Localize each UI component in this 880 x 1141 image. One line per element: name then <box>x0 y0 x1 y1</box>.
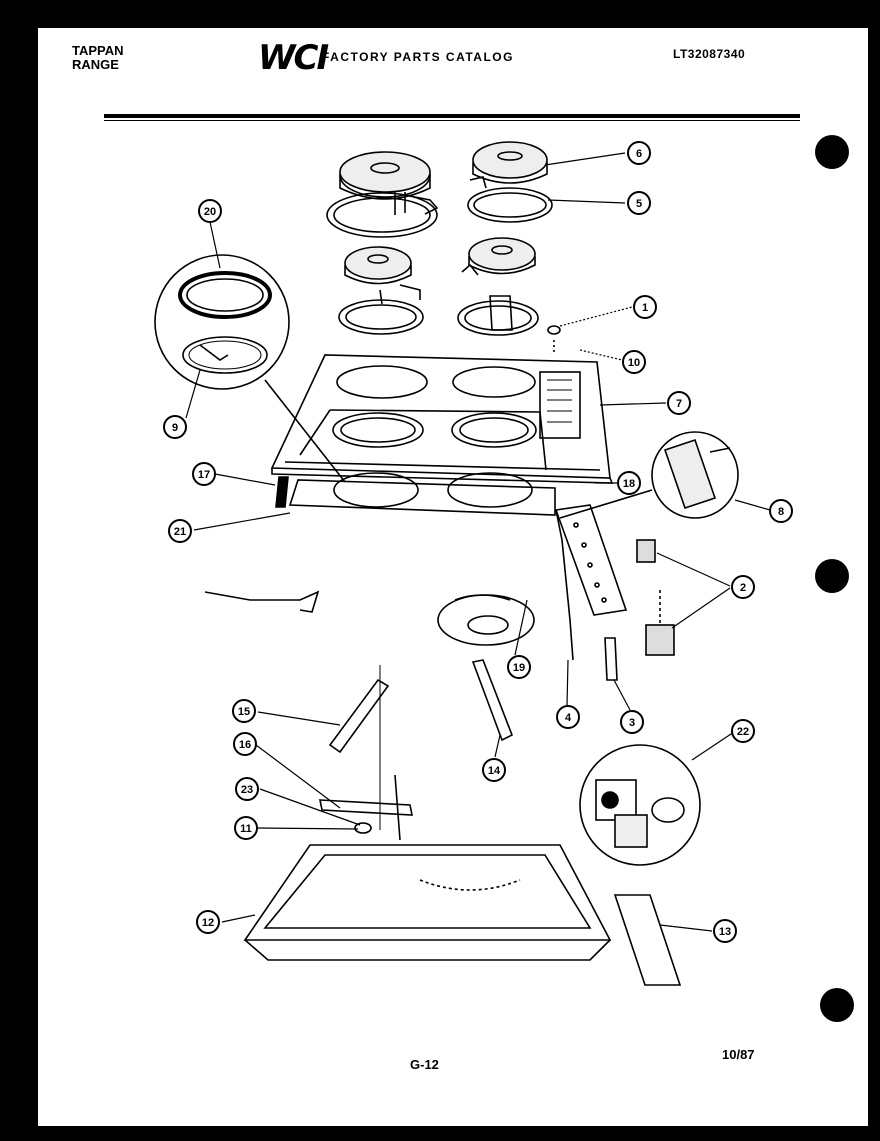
binder-hole-bottom <box>820 988 854 1022</box>
callout-label: 9 <box>172 422 178 434</box>
catalog-title: FACTORY PARTS CATALOG <box>322 50 514 64</box>
brand-block: TAPPAN RANGE <box>72 44 124 72</box>
terminal-pin <box>604 637 618 681</box>
wire-nut-inset <box>579 744 701 866</box>
model-number: LT32087340 <box>673 47 746 61</box>
infinite-switch-bottom <box>645 624 675 656</box>
callout-6: 6 <box>627 141 651 165</box>
callout-13: 13 <box>713 919 737 943</box>
callout-label: 14 <box>488 765 501 777</box>
leader-lines <box>185 152 771 932</box>
callout-label: 17 <box>198 469 210 481</box>
header-rule <box>104 114 800 118</box>
callout-2: 2 <box>731 575 755 599</box>
callout-label: 20 <box>204 206 216 218</box>
callout-20: 20 <box>198 199 222 223</box>
cooktop-base-pan <box>243 844 612 961</box>
trim-strip <box>275 476 289 508</box>
catalog-page <box>38 28 868 1126</box>
callout-21: 21 <box>168 519 192 543</box>
surface-element-large-right <box>467 141 553 223</box>
callout-12: 12 <box>196 910 220 934</box>
terminal-block-detail <box>559 431 739 519</box>
brand-line-2: RANGE <box>72 57 119 72</box>
date-code: 10/87 <box>722 1047 755 1062</box>
callout-label: 2 <box>740 582 746 594</box>
callout-label: 11 <box>240 823 252 835</box>
callout-14: 14 <box>482 758 506 782</box>
callout-label: 22 <box>737 726 749 738</box>
callout-label: 19 <box>513 662 525 674</box>
callout-17: 17 <box>192 462 216 486</box>
wire-harness-upper <box>204 590 320 613</box>
binder-hole-top <box>815 135 849 169</box>
callout-18: 18 <box>617 471 641 495</box>
control-markings <box>547 379 572 423</box>
callout-label: 6 <box>636 148 642 160</box>
callout-label: 16 <box>239 739 251 751</box>
burner-ring-detail <box>154 254 346 483</box>
callout-label: 1 <box>642 302 648 314</box>
bracket-14 <box>471 659 514 742</box>
callout-label: 5 <box>636 198 642 210</box>
callout-11: 11 <box>234 816 258 840</box>
callout-9: 9 <box>163 415 187 439</box>
infinite-switch-top <box>636 539 656 563</box>
lower-trim-frame <box>288 472 556 516</box>
callout-label: 13 <box>719 926 731 938</box>
callout-23: 23 <box>235 777 259 801</box>
callout-label: 12 <box>202 917 214 929</box>
surface-element-small-left <box>338 246 424 335</box>
callout-label: 15 <box>238 706 250 718</box>
drip-pan <box>437 594 535 646</box>
filler-strip <box>613 894 682 986</box>
binder-hole-middle <box>815 559 849 593</box>
callout-1: 1 <box>633 295 657 319</box>
wire-channel <box>319 799 413 816</box>
callout-label: 8 <box>778 506 784 518</box>
callout-label: 10 <box>628 357 640 369</box>
brand-line-1: TAPPAN <box>72 43 124 58</box>
callout-label: 3 <box>629 717 635 729</box>
callout-10: 10 <box>622 350 646 374</box>
surface-element-small-right <box>457 237 539 336</box>
grommet <box>354 822 372 834</box>
surface-element-large-left <box>326 151 439 238</box>
callout-22: 22 <box>731 719 755 743</box>
page-number: G-12 <box>410 1057 439 1072</box>
callout-label: 18 <box>623 478 635 490</box>
header-rule-thin <box>104 120 800 121</box>
bracket-15 <box>328 678 390 754</box>
callout-7: 7 <box>667 391 691 415</box>
callout-label: 21 <box>174 526 186 538</box>
callout-label: 23 <box>241 784 253 796</box>
callout-16: 16 <box>233 732 257 756</box>
callout-5: 5 <box>627 191 651 215</box>
callout-4: 4 <box>556 705 580 729</box>
wci-logo: WCI <box>258 38 329 78</box>
terminal-screw-parts <box>547 325 561 352</box>
callout-15: 15 <box>232 699 256 723</box>
callout-label: 7 <box>676 398 682 410</box>
cooktop-main-top <box>270 354 614 484</box>
wire-lead <box>394 774 401 841</box>
control-bracket <box>554 504 628 661</box>
callout-label: 4 <box>565 712 572 724</box>
callout-3: 3 <box>620 710 644 734</box>
callout-19: 19 <box>507 655 531 679</box>
callout-8: 8 <box>769 499 793 523</box>
